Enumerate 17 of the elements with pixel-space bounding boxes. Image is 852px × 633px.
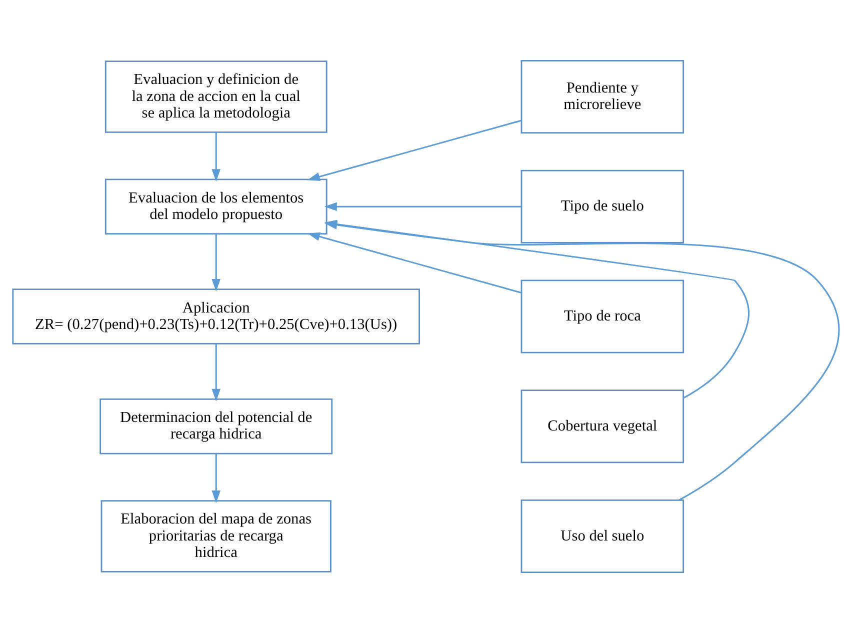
node-box: Aplicacion ZR= (0.27(pend)+0.23(Ts)+0.12(Tr)+0.25(Cve)+0.13(Us)) [12,288,420,344]
arrow [212,344,220,402]
node-box: Cobertura vegetal [520,390,684,464]
node-box: Evaluacion de los elementos del modelo propuesto [104,178,328,235]
arrow [212,234,220,292]
node-box: Elaboracion del mapa de zonas prioritarias de recarga hidrica [100,500,332,572]
node-box: Pendiente y microrelieve [520,60,684,134]
node-box: Tipo de roca [520,280,684,354]
node-box: Tipo de suelo [520,170,684,244]
node-box: Uso del suelo [520,500,684,573]
arrow [212,132,220,182]
arrow [307,120,522,181]
arrow [324,202,522,212]
arrow [307,232,522,294]
arrow [212,454,220,504]
node-box: Evaluacion y definicion de la zona de accion en la cual se aplica la metodologia [104,60,328,133]
node-box: Determinacion del potencial de recarga hidrica [100,398,333,454]
